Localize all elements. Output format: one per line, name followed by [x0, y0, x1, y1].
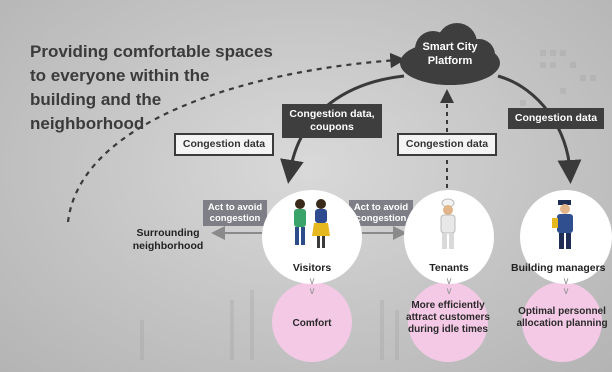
chevron-down-icon: ∨∨ [308, 276, 316, 297]
result-circle-tenants [408, 282, 488, 362]
result-tenants-line-3: during idle times [407, 324, 488, 335]
neighborhood-line-1: Surrounding [136, 227, 200, 239]
tag-congestion-coupons-line-1: Congestion data, [289, 108, 375, 120]
result-circle-managers [522, 282, 602, 362]
heading-line-1: Providing comfortable spaces [30, 42, 273, 61]
visitors-people-icon [294, 199, 330, 248]
platform-label-line-1: Smart City [422, 41, 478, 53]
result-managers: Optimal personnel allocation planning [512, 306, 612, 330]
result-managers-line-1: Optimal personnel [518, 306, 606, 317]
tag-congestion-neighborhood: Congestion data [174, 133, 274, 156]
tag-act-left-line-2: congestion [209, 213, 261, 224]
result-circle-visitors [272, 282, 352, 362]
tag-congestion-coupons: Congestion data, coupons [282, 104, 382, 138]
label-tenants: Tenants [429, 262, 469, 274]
heading-line-3: building and the [30, 90, 162, 109]
result-visitors: Comfort [292, 318, 332, 329]
chevron-down-icon: ∨∨ [445, 276, 453, 297]
tenant-chef-icon [440, 198, 456, 249]
tag-congestion-tenants: Congestion data [397, 133, 497, 156]
manager-guard-icon [552, 200, 573, 249]
arc-platform-to-visitors [280, 74, 405, 184]
platform-label: Smart City Platform [395, 40, 505, 68]
cloud-icon [400, 23, 500, 85]
dashed-arc-neighborhood-to-platform [66, 52, 406, 223]
label-visitors: Visitors [292, 262, 332, 274]
result-tenants: More efficiently attract customers durin… [398, 300, 498, 336]
neighborhood-line-2: neighborhood [132, 240, 204, 252]
result-tenants-line-1: More efficiently [411, 300, 485, 311]
node-circle-visitors [262, 190, 362, 284]
tag-congestion-managers: Congestion data [508, 108, 604, 129]
node-neighborhood: Surrounding neighborhood [128, 227, 208, 253]
result-tenants-line-2: attract customers [406, 312, 490, 323]
heading-line-4: neighborhood [30, 114, 145, 133]
tag-act-right-line-2: congestion [355, 213, 407, 224]
chevron-down-icon: ∨∨ [562, 276, 570, 297]
tag-act-left: Act to avoid congestion [203, 200, 267, 226]
tag-congestion-coupons-line-2: coupons [310, 121, 354, 133]
platform-label-line-2: Platform [427, 55, 473, 67]
tag-act-right: Act to avoid congestion [349, 200, 413, 226]
label-managers: Building managers [511, 262, 606, 274]
tag-act-left-line-1: Act to avoid [207, 202, 263, 213]
tag-act-right-line-1: Act to avoid [353, 202, 409, 213]
heading-line-2: to everyone within the [30, 66, 210, 85]
result-managers-line-2: allocation planning [516, 318, 608, 329]
main-heading: Providing comfortable spaces to everyone… [30, 40, 330, 136]
